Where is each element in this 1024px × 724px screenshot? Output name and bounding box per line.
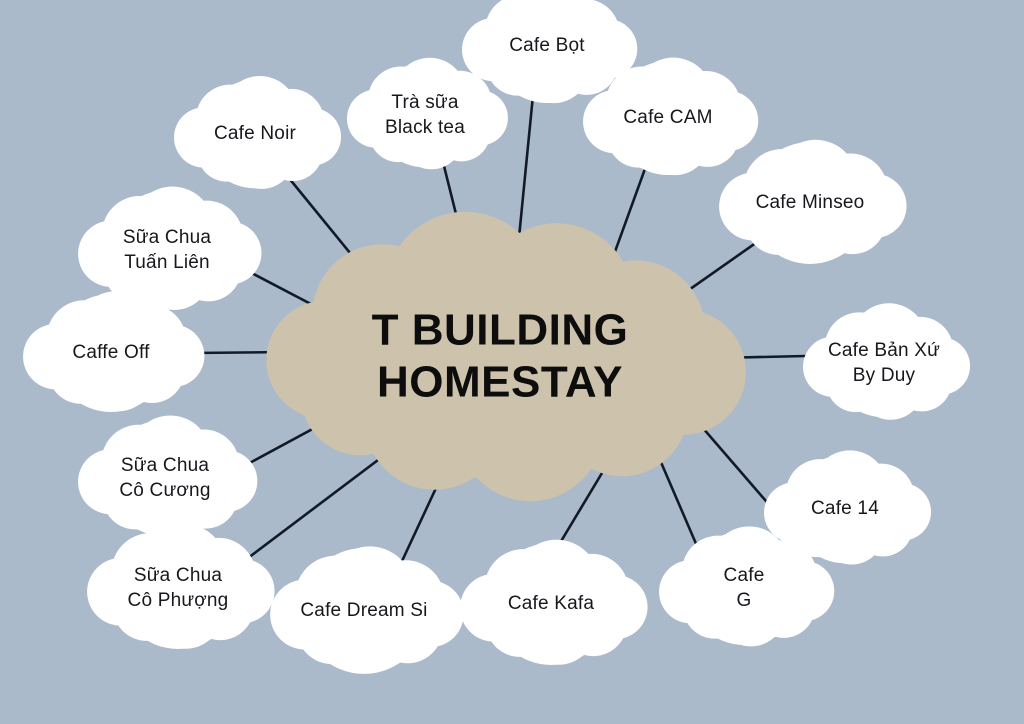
node-cafe-kafa[interactable]: Cafe Kafa xyxy=(460,539,648,665)
cloud-shape xyxy=(23,291,205,412)
center-cloud-shape xyxy=(266,211,746,502)
node-label-line-1: Sữa Chua xyxy=(121,455,209,476)
node-label: Cafe Kafa xyxy=(508,593,595,614)
node-label-line-2: By Duy xyxy=(853,365,916,386)
node-caffe-off[interactable]: Caffe Off xyxy=(23,291,205,412)
node-label: Caffe Off xyxy=(72,342,150,363)
cloud-shape xyxy=(802,303,971,420)
connector-sua-chua-co-phuong xyxy=(246,452,388,560)
node-label-line-1: Cafe xyxy=(724,565,765,586)
cloud-shape xyxy=(270,546,464,674)
cloud-shape xyxy=(173,75,342,189)
center-label-line-1: T BUILDING xyxy=(372,306,629,355)
node-label-line-2: Cô Cương xyxy=(119,480,210,501)
cloud-shape xyxy=(659,526,835,647)
node-label-line-2: G xyxy=(737,590,752,611)
node-cafe-14[interactable]: Cafe 14 xyxy=(763,450,932,565)
node-label-line-1: Sữa Chua xyxy=(123,227,211,248)
cloud-shape xyxy=(462,0,638,104)
cloud-shape xyxy=(460,539,648,665)
cloud-shape xyxy=(78,415,258,538)
connector-cafe-14 xyxy=(700,425,774,510)
node-cafe-dream-si[interactable]: Cafe Dream Si xyxy=(270,546,464,674)
node-cafe-bot[interactable]: Cafe Bọt xyxy=(462,0,638,104)
node-cafe-minseo[interactable]: Cafe Minseo xyxy=(719,139,907,264)
node-cafe-ban-xu-by-duy[interactable]: Cafe Bản Xứ By Duy xyxy=(802,303,971,420)
node-label-line-2: Black tea xyxy=(385,117,465,138)
cloud-shape xyxy=(763,450,932,565)
node-label-line-1: Cafe Bản Xứ xyxy=(828,340,940,361)
node-label: Cafe Bọt xyxy=(509,35,585,56)
node-label: Cafe 14 xyxy=(811,498,879,519)
node-label: Cafe CAM xyxy=(623,107,712,128)
node-label-line-1: Sữa Chua xyxy=(134,565,222,586)
connector-line xyxy=(700,425,774,510)
node-label: Cafe Minseo xyxy=(756,192,865,213)
node-label: Cafe Dream Si xyxy=(300,600,427,621)
cloud-shape xyxy=(719,139,907,264)
node-cafe-noir[interactable]: Cafe Noir xyxy=(173,75,342,189)
cloud-shape xyxy=(583,57,759,176)
node-cafe-cam[interactable]: Cafe CAM xyxy=(583,57,759,176)
node-label-line-2: Tuấn Liên xyxy=(124,252,210,273)
connector-line xyxy=(246,452,388,560)
node-label-line-1: Trà sữa xyxy=(391,92,458,113)
node-sua-chua-co-cuong[interactable]: Sữa Chua Cô Cương xyxy=(78,415,258,538)
center-label-line-2: HOMESTAY xyxy=(377,358,623,407)
node-label: Cafe Noir xyxy=(214,123,297,144)
cloud-shape xyxy=(346,57,508,170)
cloud-shape xyxy=(87,523,275,649)
node-label-line-2: Cô Phượng xyxy=(128,590,229,611)
node-sua-chua-co-phuong[interactable]: Sữa Chua Cô Phượng xyxy=(87,523,275,649)
cloud-shape xyxy=(78,186,262,310)
